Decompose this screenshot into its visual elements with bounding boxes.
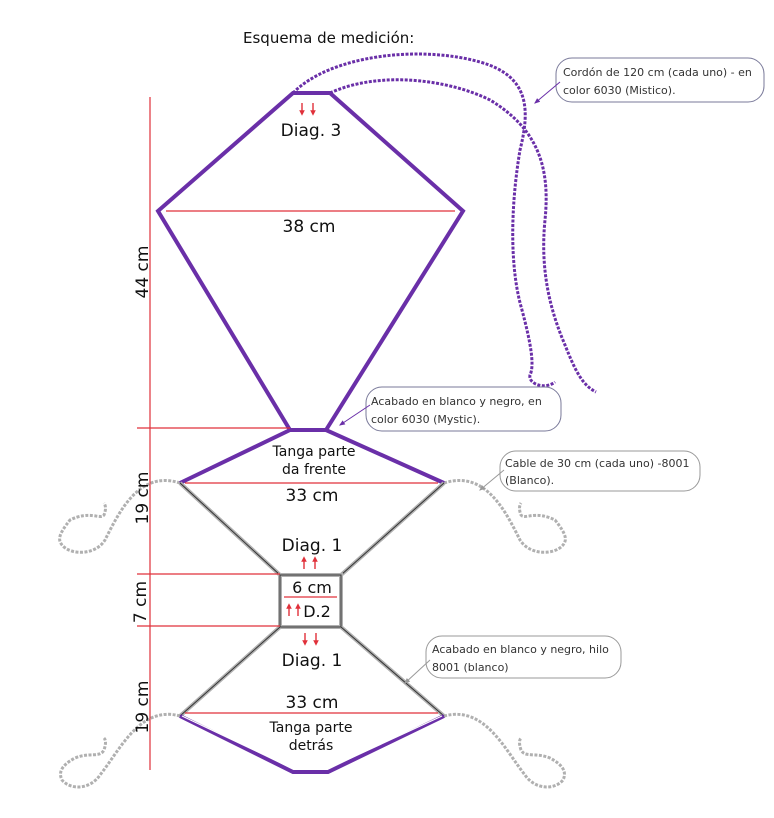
note-cord: Cordón de 120 cm (cada uno) - en color 6… (534, 57, 765, 104)
front-panel (178, 428, 446, 577)
note-finish-white: Acabado en blanco y negro, hilo 8001 (bl… (404, 635, 622, 684)
label-height-front: 19 cm (133, 472, 153, 525)
note-finish-white-line2: 8001 (blanco) (432, 661, 509, 674)
note-cord-line1: Cordón de 120 cm (cada uno) - en (563, 66, 752, 79)
direction-arrows (286, 103, 319, 646)
label-front-1: Tanga parte (272, 444, 356, 460)
back-panel (178, 625, 446, 774)
cords (291, 52, 597, 394)
note-finish-purple-line2: color 6030 (Mystic). (371, 413, 480, 426)
side-cables (58, 479, 567, 789)
note-cable-line1: Cable de 30 cm (cada uno) -8001 (505, 457, 689, 470)
label-diag3: Diag. 3 (281, 121, 342, 141)
note-cable: Cable de 30 cm (cada uno) -8001 (Blanco)… (479, 450, 701, 492)
label-diag1-lower: Diag. 1 (282, 651, 343, 671)
measure-lines (137, 97, 455, 770)
top-triangle (155, 91, 466, 432)
note-finish-purple: Acabado en blanco y negro, en color 6030… (339, 386, 562, 432)
label-diag1-upper: Diag. 1 (282, 536, 343, 556)
label-back-2: detrás (289, 738, 334, 754)
label-height-top: 44 cm (133, 246, 153, 299)
label-height-center: 7 cm (131, 581, 151, 623)
label-height-back: 19 cm (133, 681, 153, 734)
label-front-2: da frente (282, 462, 346, 478)
label-width-front: 33 cm (286, 486, 339, 506)
label-width-back: 33 cm (286, 693, 339, 713)
note-cord-line2: color 6030 (Mistico). (563, 84, 676, 97)
note-cable-line2: (Blanco). (505, 474, 554, 487)
label-center-width: 6 cm (292, 578, 332, 597)
label-back-1: Tanga parte (269, 720, 353, 736)
diagram-title: Esquema de medición: (243, 29, 414, 47)
note-finish-white-line1: Acabado en blanco y negro, hilo (432, 643, 609, 656)
label-width-top: 38 cm (283, 217, 336, 237)
label-d2: D.2 (303, 602, 331, 621)
center-box (278, 573, 343, 629)
note-finish-purple-line1: Acabado en blanco y negro, en (371, 395, 542, 408)
